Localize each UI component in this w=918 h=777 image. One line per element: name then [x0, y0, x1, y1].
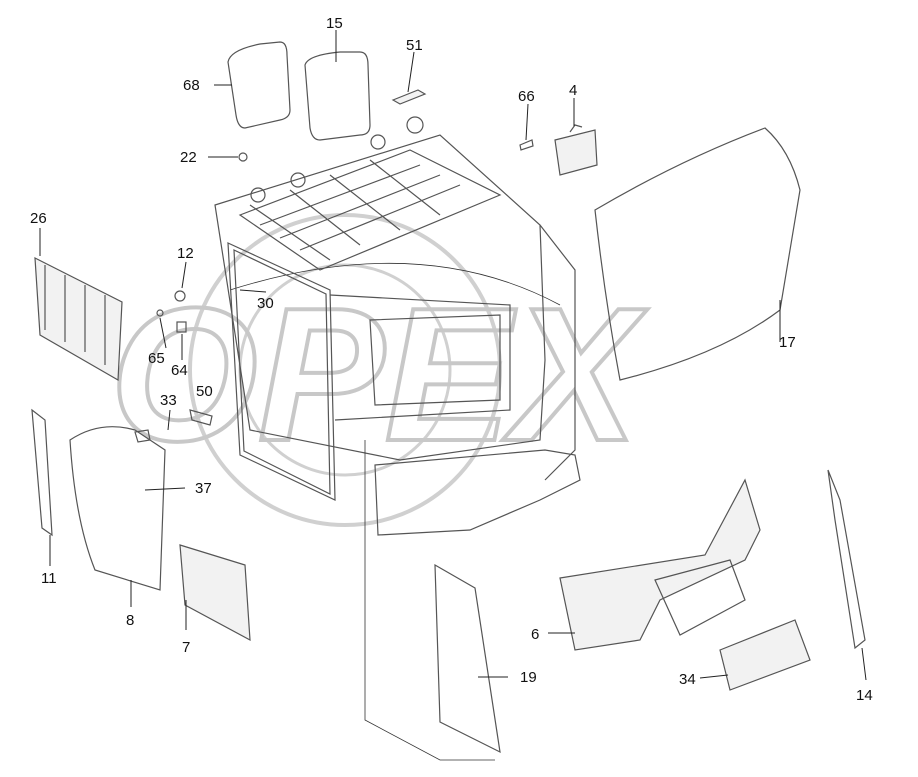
callout-33: 33	[160, 392, 177, 409]
part-66	[519, 139, 534, 151]
part-22	[238, 152, 248, 162]
panel-8	[69, 426, 166, 591]
callout-4: 4	[569, 82, 577, 99]
callout-50: 50	[196, 383, 213, 400]
part-65	[156, 309, 164, 317]
callout-26: 26	[30, 210, 47, 227]
cab-body	[214, 134, 581, 761]
roof-frame	[238, 116, 502, 271]
callout-19: 19	[520, 669, 537, 686]
window-15	[304, 51, 371, 141]
watermark-text: OPEX	[110, 269, 648, 481]
watermark: OPEX	[108, 213, 650, 527]
glass-19	[434, 563, 501, 754]
callout-12: 12	[177, 245, 194, 262]
callout-66: 66	[518, 88, 535, 105]
callout-8: 8	[126, 612, 134, 629]
trim-14	[827, 469, 866, 650]
callout-11: 11	[41, 570, 57, 587]
callout-7: 7	[182, 639, 190, 656]
callout-51: 51	[406, 37, 423, 54]
panel-34	[719, 619, 811, 691]
callout-34: 34	[679, 671, 696, 688]
leader-lines	[39, 30, 867, 681]
callout-30: 30	[257, 295, 274, 312]
part-64	[176, 321, 187, 333]
panel-7	[179, 544, 251, 642]
trim-11	[31, 408, 53, 537]
callouts: 15 51 68 4 66 22 26 12 30 17 65 64 50 33…	[30, 15, 873, 704]
window-68	[227, 41, 291, 129]
callout-68: 68	[183, 77, 200, 94]
callout-37: 37	[195, 480, 212, 497]
part-4	[554, 124, 598, 176]
callout-6: 6	[531, 626, 539, 643]
callout-65: 65	[148, 350, 165, 367]
door-frame	[227, 242, 336, 501]
console-6	[559, 478, 761, 651]
bracket-33	[134, 429, 151, 443]
callout-15: 15	[326, 15, 343, 32]
callout-17: 17	[779, 334, 796, 351]
part-12	[174, 290, 186, 302]
part-50	[189, 409, 213, 426]
callout-64: 64	[171, 362, 188, 379]
callout-14: 14	[856, 687, 873, 704]
windshield-17	[594, 127, 801, 381]
part-51	[391, 89, 427, 105]
callout-22: 22	[180, 149, 197, 166]
window-26	[34, 256, 123, 382]
